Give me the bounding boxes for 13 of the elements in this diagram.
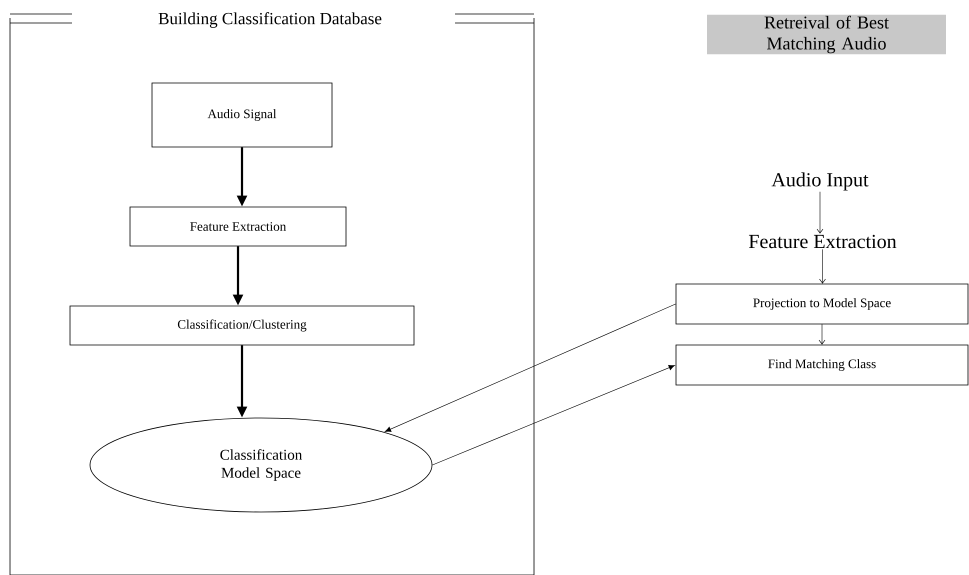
step-text: Feature Extraction <box>748 234 896 248</box>
process-box: Find Matching Class <box>676 344 968 386</box>
process-box: Audio Signal <box>152 82 332 148</box>
process-box: Classification/Clustering <box>70 306 414 346</box>
heading-band: Retreival of Best Matching Audio <box>707 14 946 54</box>
arrow <box>818 324 826 345</box>
arrow <box>816 191 824 234</box>
process-box: Projection to Model Space <box>676 284 968 324</box>
arrow <box>819 249 826 284</box>
process-box: Feature Extraction <box>130 206 346 246</box>
arrow <box>432 364 675 466</box>
step-text: Audio Input <box>772 172 868 191</box>
arrow <box>384 304 676 432</box>
